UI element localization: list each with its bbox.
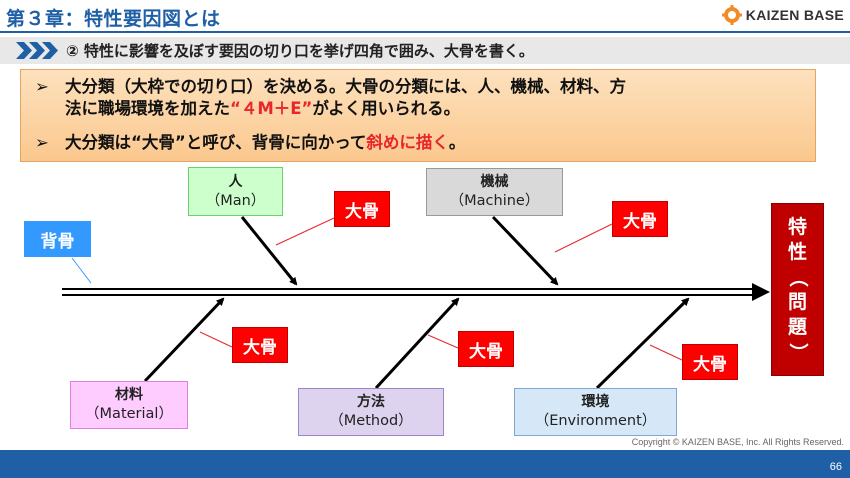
category-label-jp: 環境 — [581, 394, 610, 410]
bullet-line: 法に職場環境を加えた“４M＋E”がよく用いられる。 — [35, 98, 795, 120]
spine-arrowhead — [752, 283, 770, 301]
callout-line — [554, 223, 613, 253]
logo-text: KAIZEN BASE — [745, 7, 844, 23]
callout-line — [649, 344, 683, 361]
category-label-jp: 方法 — [357, 394, 385, 410]
bullet-highlight: “４M＋E” — [230, 99, 313, 118]
effect-char: （ — [786, 267, 809, 287]
chevron-right-icon — [16, 42, 58, 59]
callout-line — [275, 217, 335, 246]
category-label-en: （Man） — [205, 192, 266, 209]
bullet-line: 大分類は“大骨”と呼び、背骨に向かって斜めに描く。 — [35, 132, 465, 154]
page-title: 第３章：特性要因図とは — [6, 8, 221, 30]
effect-char: 性 — [787, 240, 807, 263]
category-label-jp: 機械 — [480, 174, 509, 190]
bullet-text: 法に職場環境を加えた — [65, 99, 230, 118]
callout-line — [71, 257, 92, 284]
category-box-man: 人 （Man） — [188, 167, 283, 216]
big-bone-machine — [491, 215, 559, 286]
subheader-bar — [0, 37, 850, 64]
category-box-method: 方法 （Method） — [298, 388, 444, 436]
category-label-jp: 人 — [228, 173, 243, 190]
spine-label: 背骨 — [24, 221, 91, 257]
big-bone-man — [240, 216, 298, 286]
title-rule — [0, 31, 850, 33]
effect-box: 特 性 （ 問 題 ） — [771, 203, 824, 376]
big-bone-method — [374, 297, 460, 390]
category-label-en: （Machine） — [449, 193, 540, 209]
bullet-text: 大分類は“大骨”と呼び、背骨に向かって — [65, 133, 367, 152]
copyright-text: Copyright © KAIZEN BASE, Inc. All Rights… — [631, 437, 844, 447]
bullet-text: 。 — [448, 133, 466, 152]
page-number: 66 — [829, 461, 842, 473]
bullet-arrow-icon: ➢ — [35, 133, 49, 152]
gear-logo-icon — [721, 5, 742, 25]
callout-line — [199, 331, 233, 348]
effect-char: 特 — [787, 215, 807, 238]
category-box-material: 材料 （Material） — [70, 381, 188, 429]
big-bone-environment — [595, 297, 690, 390]
bullet-highlight: 斜めに描く — [366, 133, 449, 152]
effect-char: 題 — [787, 315, 807, 338]
category-box-machine: 機械 （Machine） — [426, 168, 563, 216]
big-bone-material — [143, 297, 225, 383]
big-bone-label: 大骨 — [682, 344, 738, 380]
bullet-box: ➢ 大分類（大枠での切り口）を決める。大骨の分類には、人、機械、材料、方 法に職… — [20, 69, 816, 162]
company-logo: KAIZEN BASE — [721, 5, 844, 25]
category-label-en: （Material） — [85, 406, 173, 422]
big-bone-label: 大骨 — [612, 201, 668, 237]
category-label-jp: 材料 — [115, 387, 143, 403]
bullet-line: 大分類（大枠での切り口）を決める。大骨の分類には、人、機械、材料、方 — [65, 77, 626, 96]
big-bone-label: 大骨 — [458, 331, 514, 367]
bullet-text: がよく用いられる。 — [312, 99, 461, 118]
subheader-text: ② 特性に影響を及ぼす要因の切り口を挙げ四角で囲み、大骨を書く。 — [66, 42, 534, 60]
category-label-en: （Method） — [329, 413, 413, 429]
bullet-item: ➢ 大分類（大枠での切り口）を決める。大骨の分類には、人、機械、材料、方 法に職… — [35, 76, 795, 120]
big-bone-label: 大骨 — [232, 327, 288, 363]
effect-char: ） — [786, 342, 809, 362]
effect-char: 問 — [787, 290, 807, 313]
bullet-item: ➢ 大分類は“大骨”と呼び、背骨に向かって斜めに描く。 — [35, 132, 465, 154]
big-bone-label: 大骨 — [334, 191, 390, 227]
category-label-en: （Environment） — [534, 413, 657, 429]
bullet-arrow-icon: ➢ — [35, 77, 49, 96]
footer-bar — [0, 450, 850, 478]
category-box-environment: 環境 （Environment） — [514, 388, 677, 436]
callout-line — [427, 334, 459, 349]
